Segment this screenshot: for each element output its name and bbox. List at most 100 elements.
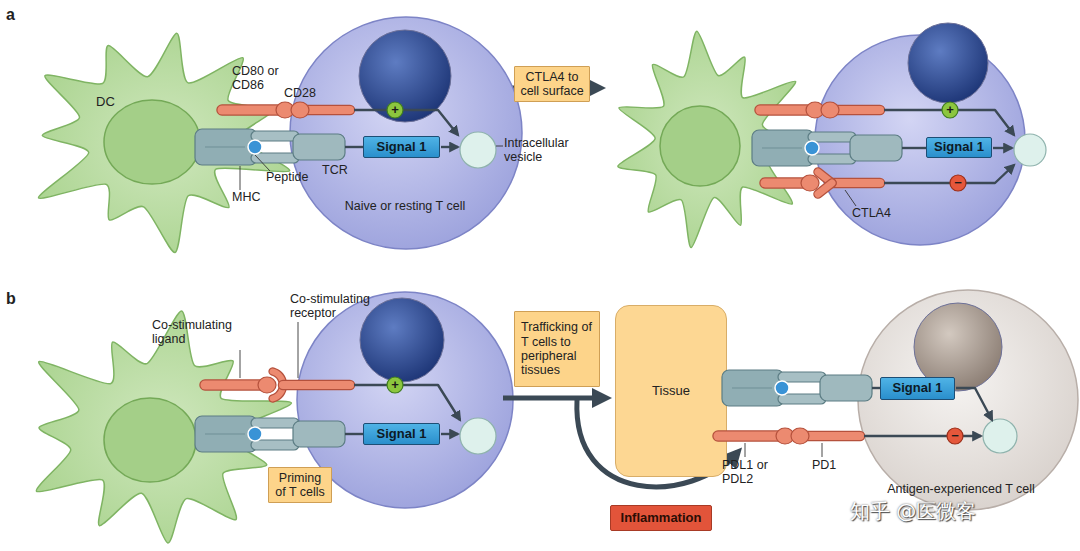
t-cell: Signal 1 Antigen-experienced T cell <box>858 290 1078 510</box>
plus-sign <box>387 102 403 118</box>
peptide <box>775 381 789 395</box>
dendritic-cell-body <box>38 33 289 252</box>
node-text: DC <box>96 95 136 110</box>
receptor-molecule <box>832 179 880 187</box>
cell-drawing <box>38 33 289 252</box>
t-cell-body <box>290 17 522 249</box>
signal-arrow <box>441 146 458 148</box>
molecule-label: Co-stimulating ligand <box>152 318 252 347</box>
tcr-molecule <box>251 440 299 450</box>
ligand-molecule <box>801 175 819 191</box>
intracellular-vesicle <box>460 132 496 168</box>
cell-outline <box>858 290 1078 510</box>
mhc-molecule <box>762 148 802 149</box>
receptor-molecule <box>304 105 350 116</box>
tcr-molecule <box>293 421 345 447</box>
signal-line <box>345 146 363 148</box>
receptor-molecule <box>818 183 832 194</box>
sign-symbol: + <box>391 103 399 116</box>
inflammation-box: Inflammation <box>610 505 712 531</box>
cell-nucleus <box>104 100 200 184</box>
tcr-molecule <box>820 375 872 401</box>
intracellular-vesicle <box>460 418 496 454</box>
ligand-molecule <box>718 430 782 442</box>
peptide <box>805 141 819 155</box>
ligand-molecule <box>258 377 276 393</box>
signal-arrow <box>884 165 1014 183</box>
node-text: Inflammation <box>621 511 702 526</box>
signal-arrow <box>441 433 458 435</box>
molecules <box>195 102 1046 457</box>
tcr-molecule <box>808 132 856 142</box>
intracellular-vesicle <box>1014 134 1046 166</box>
dendritic-cell-body <box>36 311 291 543</box>
receptor-molecule <box>804 431 860 442</box>
node-text: Signal 1 <box>893 381 943 396</box>
receptor-molecule <box>818 183 832 194</box>
cell-outline <box>290 17 522 249</box>
t-cell-body <box>858 290 1078 510</box>
node-text: Naive or resting T cell <box>325 199 485 213</box>
molecule-label: TCR <box>322 163 348 177</box>
signal-box: Signal 1 <box>363 423 440 445</box>
cell-nucleus <box>104 398 196 482</box>
node-text: Priming of T cells <box>272 471 328 500</box>
signal-arrow <box>993 147 1012 149</box>
node-text: Signal 1 <box>377 140 427 155</box>
receptor-molecule <box>834 105 880 116</box>
sign-symbol: − <box>954 176 962 189</box>
panel-letter: a <box>6 6 15 24</box>
molecule-label: Co-stimulating receptor <box>290 292 395 321</box>
plus-sign <box>942 102 958 118</box>
receptor-molecule <box>804 432 860 440</box>
leader-line <box>496 146 503 147</box>
peptide <box>248 140 262 154</box>
illustration <box>36 23 1025 543</box>
process-box: CTLA4 to cell surface <box>514 66 590 102</box>
leader-line <box>240 166 241 190</box>
node-text: Trafficking of T cells to peripheral tis… <box>521 320 595 378</box>
signal-line <box>345 433 363 435</box>
minus-sign <box>947 428 963 444</box>
tcr-molecule <box>293 134 345 160</box>
minus-sign <box>950 175 966 191</box>
signal-line <box>872 387 880 389</box>
plus-sign <box>387 377 403 393</box>
sign-symbol: + <box>946 103 954 116</box>
sign-symbol: − <box>951 429 959 442</box>
ligand-molecule <box>205 381 264 390</box>
node-text: Signal 1 <box>377 427 427 442</box>
cell-nucleus <box>360 298 444 382</box>
molecule-label: CD28 <box>284 86 316 100</box>
ligand-molecule <box>760 106 812 115</box>
ligand-molecule <box>718 432 782 441</box>
cell-drawing <box>858 290 1078 510</box>
tcr-molecule <box>850 135 902 161</box>
peptide <box>248 427 262 441</box>
receptor-molecule <box>821 102 839 118</box>
t-cell: Signal 1 Naive or resting T cell <box>290 17 522 249</box>
signal-arrow <box>354 385 460 420</box>
mhc-molecule <box>732 388 772 389</box>
leader-line <box>240 350 241 378</box>
signal-box: Signal 1 <box>926 137 992 158</box>
ligand-molecule <box>222 104 282 116</box>
part-label: Intracellular vesicle <box>504 136 594 165</box>
process-box: Priming of T cells <box>268 467 332 503</box>
ligand-molecule <box>222 106 282 115</box>
leader-line <box>298 322 299 378</box>
mhc-molecule <box>205 147 245 148</box>
leader-line <box>822 443 823 457</box>
watermark: 知乎 @医微客 <box>850 500 976 523</box>
receptor-molecule <box>791 428 809 444</box>
leader-line <box>745 443 746 457</box>
node-text: Antigen-experienced T cell <box>866 482 1056 496</box>
signal-line <box>902 147 926 149</box>
tcr-molecule <box>251 418 299 428</box>
signal-box: Signal 1 <box>363 136 440 158</box>
receptor-molecule <box>283 381 350 389</box>
leader-line <box>845 190 856 206</box>
tcr-molecule <box>251 131 299 141</box>
